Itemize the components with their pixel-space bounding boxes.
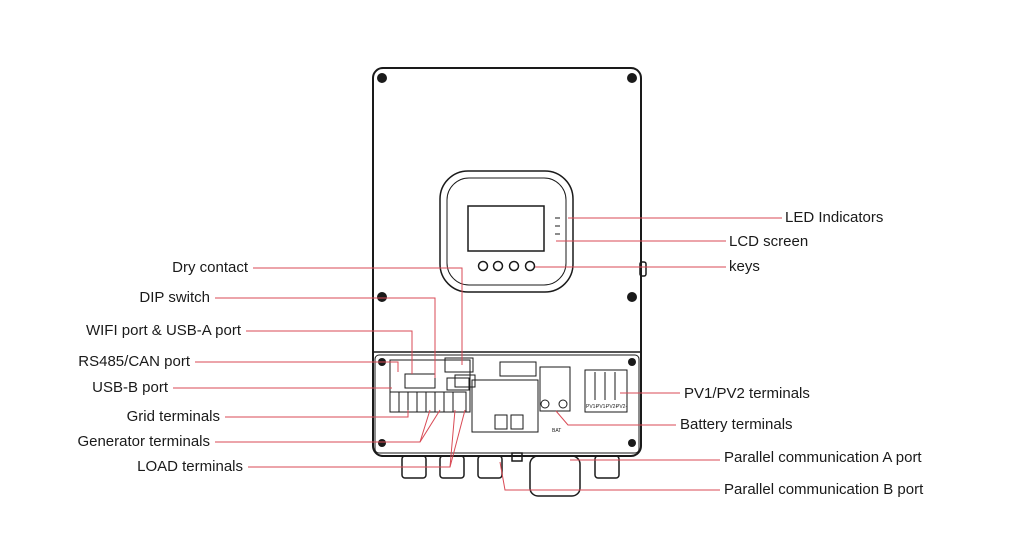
label-keys: keys <box>729 258 760 275</box>
label-battery-terminals: Battery terminals <box>680 416 793 433</box>
housing <box>372 67 642 457</box>
board-marks: BAT PV1+ PV1- PV2+ PV2- <box>552 404 627 434</box>
label-usbb-port: USB-B port <box>92 379 168 396</box>
leader-load <box>248 409 456 468</box>
leader-generator <box>215 409 431 443</box>
side-knob <box>639 261 647 277</box>
leader-rs485 <box>195 361 399 372</box>
inverter-body <box>372 67 647 497</box>
leader-generator-b <box>419 409 441 443</box>
leader-dip <box>215 297 436 378</box>
pv1n-mark: PV1- <box>596 404 607 410</box>
wiring-bay <box>374 354 640 454</box>
leader-lines <box>173 217 782 491</box>
pv2n-mark: PV2- <box>616 404 627 410</box>
leader-dry-contact <box>253 267 463 365</box>
label-load-terminals: LOAD terminals <box>137 458 243 475</box>
label-parallel-a-port: Parallel communication A port <box>724 449 922 466</box>
lcd-screen <box>467 205 545 252</box>
led-indicators <box>555 217 560 235</box>
label-dip-switch: DIP switch <box>139 289 210 306</box>
display-bezel-inner <box>446 177 567 286</box>
label-wifi-usba-port: WIFI port & USB-A port <box>85 322 241 339</box>
label-grid-terminals: Grid terminals <box>126 408 220 425</box>
display-bezel <box>439 170 574 293</box>
label-pv-terminals: PV1/PV2 terminals <box>684 385 810 402</box>
ac-terminals <box>389 391 467 413</box>
bat-mark: BAT <box>552 428 561 434</box>
keys <box>477 260 536 272</box>
pv2p-mark: PV2+ <box>606 404 618 410</box>
leader-battery <box>555 410 676 426</box>
screws <box>377 73 637 447</box>
label-generator-terminals: Generator terminals <box>77 433 210 450</box>
label-rs485-can-port: RS485/CAN port <box>78 353 190 370</box>
leader-grid <box>225 410 409 418</box>
pv-terminals <box>594 372 616 400</box>
leader-load-b <box>449 409 466 468</box>
label-dry-contact: Dry contact <box>172 259 248 276</box>
label-led-indicators: LED Indicators <box>785 209 884 226</box>
circuit-board <box>389 357 628 433</box>
leader-wifi <box>246 330 413 374</box>
label-parallel-b-port: Parallel communication B port <box>724 481 924 498</box>
pv1p-mark: PV1+ <box>586 404 598 410</box>
leader-parallel-b <box>499 461 720 491</box>
label-lcd-screen: LCD screen <box>729 233 809 250</box>
